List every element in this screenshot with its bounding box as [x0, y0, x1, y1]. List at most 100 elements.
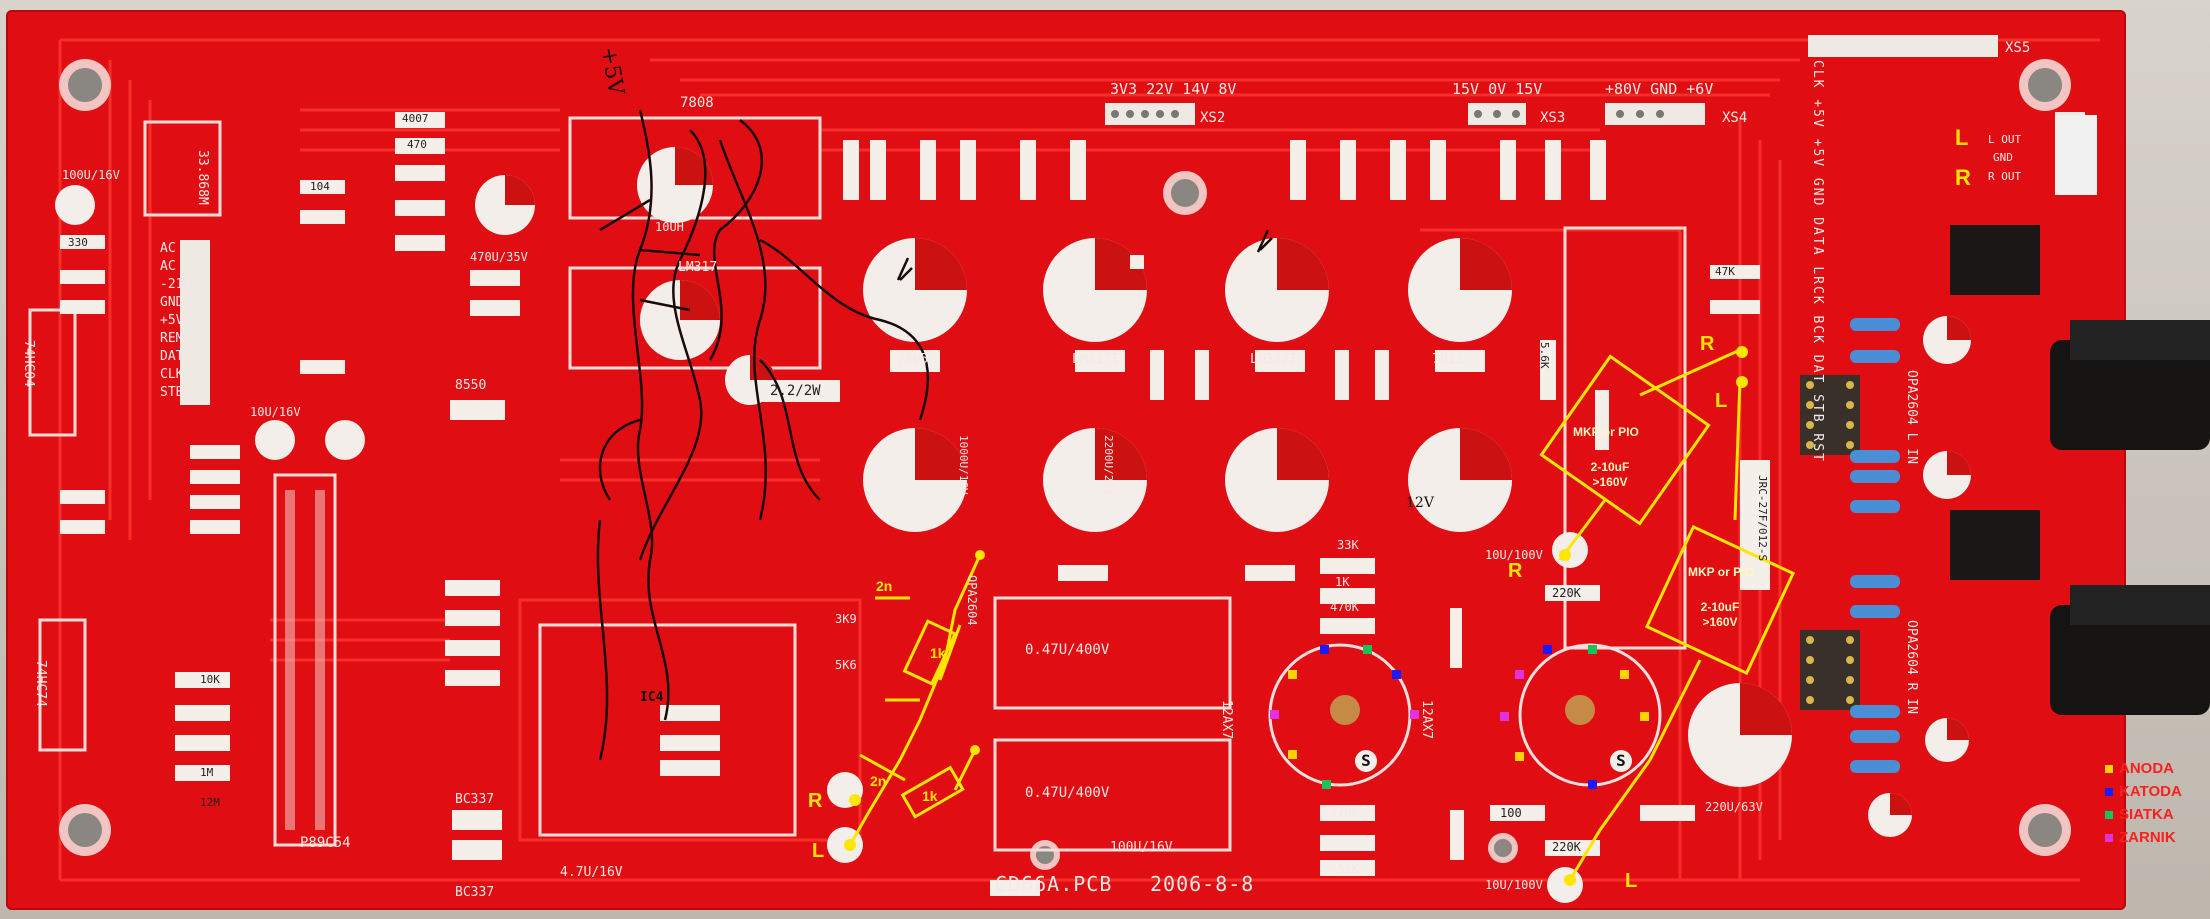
res-3k9-label: 3K9 [835, 612, 857, 626]
cap-470u-label: 470U/35V [470, 250, 528, 264]
transistor-bc337b-label: BC337 [455, 885, 495, 900]
channel-r3-label: R [1508, 560, 1523, 582]
tube2-label: 12AX7 [1419, 700, 1434, 740]
resistor-1k-a-note: 1k [930, 645, 946, 661]
mkp-value-2: 2-10uF >160V [1700, 600, 1740, 629]
pin-label: CLK [160, 367, 184, 382]
shield-pin-s2: S [1610, 750, 1632, 772]
pin-label: REM [160, 331, 184, 346]
reg-7805-label: 7805 [897, 352, 929, 367]
channel-l-label: L [812, 840, 825, 862]
xs4-rails-label: +80V GND +6V [1605, 80, 1714, 98]
rca-jacks [2050, 320, 2210, 715]
res-10k-label: 10K [200, 673, 220, 686]
xs4-label: XS4 [1722, 110, 1748, 126]
cap-1000u-label: 1000U/16V [957, 435, 970, 495]
mkp-note-1: MKP or PIO [1573, 425, 1639, 439]
pin-label: AC [160, 241, 176, 256]
ic4-label: IC4 [640, 690, 664, 705]
out-l-letter: L [1955, 125, 1969, 150]
xs5-pin-labels: CLK +5V +5V GND DATA LRCK BCK DAT STB RS… [1810, 60, 1825, 463]
transistor-bc337-label: BC337 [455, 792, 495, 807]
pin-label: STB [160, 385, 184, 400]
res-33k-1-label: 33K [1337, 538, 1359, 552]
relays [1950, 225, 2040, 580]
opa-mid-label: OPA2604 [965, 575, 979, 626]
res-470k-2-label: 470K [1330, 805, 1359, 819]
crystal-label: 33.868M [195, 150, 210, 205]
resistor-2w-label: 2.2/2W [770, 383, 821, 399]
cap-4u7-label: 4.7U/16V [560, 865, 623, 880]
res-5k6-label: 5.6K [1538, 342, 1551, 369]
opa-left-label: OPA2604 L IN [1904, 370, 1919, 464]
legend-swatch [2105, 765, 2113, 774]
film-cap-2-label: 0.47U/400V [1025, 785, 1110, 801]
tube-sockets [1268, 643, 1662, 787]
cap-100u-label: 100U/16V [62, 168, 120, 182]
ic-74hc04-label: 74HC04 [21, 340, 36, 387]
diode-4007-label: 4007 [402, 112, 429, 125]
cap-2n-a-note: 2n [876, 578, 893, 594]
legend-label: ANODA [2119, 760, 2174, 777]
film-cap-1-label: 0.47U/400V [1025, 642, 1110, 658]
res-470k-1-label: 470K [1330, 600, 1359, 614]
electrolytic-capacitors [55, 147, 1971, 903]
res-220k-1-label: 220K [1552, 586, 1581, 600]
xs2-rails-label: 3V3 22V 14V 8V [1110, 80, 1237, 98]
reg-lm317-label: LM317 [678, 260, 718, 275]
xs3-label: XS3 [1540, 110, 1566, 126]
legend-label: KATODA [2119, 783, 2182, 800]
res-1k-label: 1K [1335, 575, 1350, 589]
cap-10u100-label: 10U/100V [1485, 548, 1543, 562]
mounting-holes [59, 59, 2071, 870]
legend-item-zarnik: ZARNIK [2105, 829, 2176, 846]
left-header-pin-list: AC AC -21V GND +5V REM DAT CLK STB [160, 240, 200, 402]
res-47k-label: 47K [1715, 265, 1735, 278]
pin-label: DAT [160, 349, 184, 364]
reg-lm317t-label: LM317T [1072, 352, 1119, 367]
mkp-note-2: MKP or PIO [1688, 565, 1754, 579]
transistor-8550-label: 8550 [455, 378, 487, 393]
r-out-label: R OUT [1988, 170, 2022, 183]
pin-label: AC [160, 259, 176, 274]
pcb-id: CD66A.PCB [995, 872, 1113, 896]
pin-label: GND [160, 295, 184, 310]
legend-label: ZARNIK [2119, 829, 2176, 846]
pin-label: -21V [160, 277, 192, 292]
res-100-label: 100 [1500, 806, 1522, 820]
reg-lm337t-label: LM337T [1250, 352, 1297, 367]
legend-item-siatka: SIATKA [2105, 806, 2174, 823]
reg-7812-label: 7812 [1432, 352, 1464, 367]
cap-2n-b-note: 2n [870, 773, 887, 789]
cap-104-label: 104 [310, 180, 330, 193]
channel-r-label: R [808, 790, 823, 812]
pin-label: +5V [160, 313, 184, 328]
res-1m-label: 1M [200, 766, 214, 779]
channel-l2-label: L [1715, 390, 1728, 412]
cap-2200u-label: 2200U/25V [1102, 435, 1115, 495]
ic-74hc74-label: 74HC74 [33, 660, 48, 707]
res-33k-2-label: 33K [1337, 862, 1359, 876]
reg-7808-label: 7808 [680, 95, 714, 111]
shield-pin-s1: S [1355, 750, 1377, 772]
xs3-rails-label: 15V 0V 15V [1452, 80, 1543, 98]
channel-r2-label: R [1700, 333, 1715, 355]
xs2-label: XS2 [1200, 110, 1226, 126]
l-out-label: L OUT [1988, 133, 2022, 146]
channel-l3-label: L [1625, 870, 1638, 892]
res-220k-2-label: 220K [1552, 840, 1581, 854]
cap-10u-label: 10U/16V [250, 405, 301, 419]
relay-part-label: JRC-27F/012-S [1756, 475, 1769, 562]
mcu-label: P89C54 [300, 835, 351, 851]
cap-220u-label: 220U/63V [1705, 800, 1763, 814]
res-5k6b-label: 5K6 [835, 658, 857, 672]
cap-10u100b-label: 10U/100V [1485, 878, 1543, 892]
xs5-label: XS5 [2005, 40, 2031, 56]
legend-swatch [2105, 788, 2113, 797]
opa-right-label: OPA2604 R IN [1904, 620, 1919, 714]
tube1-label: 12AX7 [1219, 700, 1234, 740]
mkp-value-1: 2-10uF >160V [1590, 460, 1630, 489]
res-470-label: 470 [407, 138, 427, 151]
